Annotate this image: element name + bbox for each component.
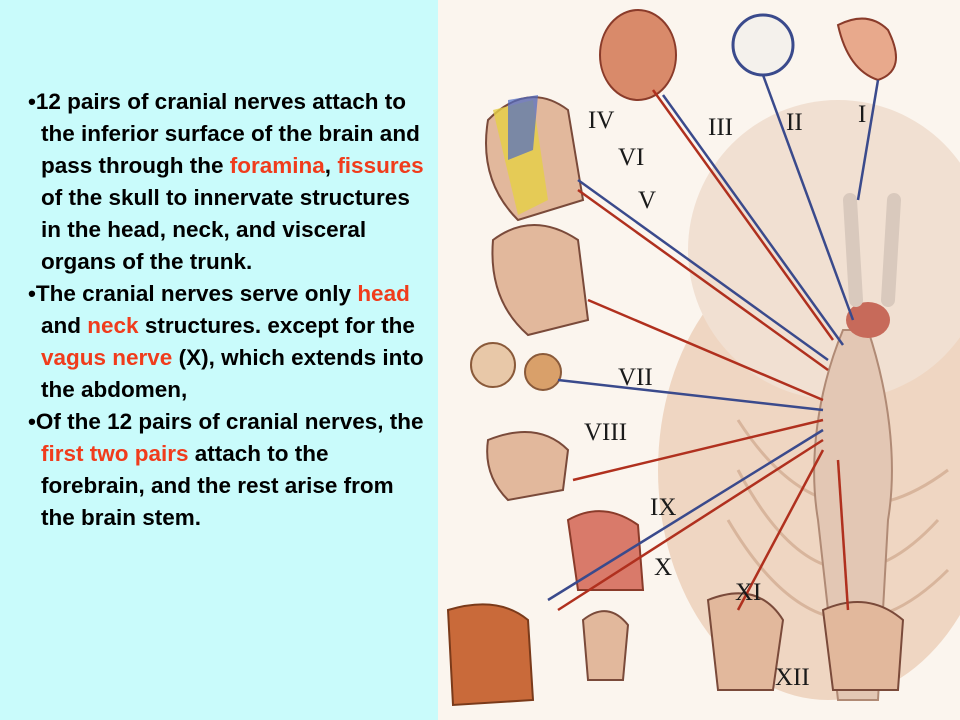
label-v: V	[638, 187, 656, 214]
nerve-line-iv	[651, 89, 835, 341]
text-run: Of the 12 pairs of cranial nerves, the	[35, 409, 424, 434]
olfactory-tract	[881, 193, 901, 307]
ear-organ	[581, 610, 630, 681]
label-i: I	[858, 101, 866, 128]
text-run: 12 pairs of cranial nerves attach to the…	[35, 89, 420, 178]
nerve-line-xi	[736, 449, 825, 611]
nerve-line-v	[577, 178, 829, 362]
bullet-list: •12 pairs of cranial nerves attach to th…	[22, 86, 432, 534]
label-viii: VIII	[584, 419, 627, 446]
nerve-line-x-red	[557, 438, 824, 612]
pituitary-shape	[846, 302, 890, 338]
highlight-head: head	[357, 281, 410, 306]
bullet-marker: •	[28, 281, 36, 306]
highlight-first-two-pairs: first two pairs	[41, 441, 189, 466]
text-run: structures. except for the	[138, 313, 415, 338]
nerve-line-viii	[557, 378, 824, 412]
nerve-line-ii	[761, 74, 855, 321]
text-run: ,	[324, 153, 338, 178]
nerve-line-x	[547, 428, 824, 602]
bullet-item-2: •The cranial nerves serve only head and …	[22, 278, 432, 406]
highlight-neck: neck	[87, 313, 139, 338]
label-xii: XII	[775, 664, 810, 691]
bullet-marker: •	[28, 89, 36, 114]
nerve-line-vi	[577, 188, 829, 372]
tongue-organ	[821, 601, 905, 691]
highlight-vagus-nerve: vagus nerve	[41, 345, 173, 370]
cochlea-organ	[524, 353, 562, 391]
nerve-line-iii	[661, 94, 845, 346]
label-vii: VII	[618, 364, 653, 391]
nerve-line-vii	[587, 298, 824, 402]
eyeball-organ	[731, 13, 795, 77]
label-vi: VI	[618, 144, 644, 171]
nerve-line-i	[856, 79, 880, 201]
highlight-fissures: fissures	[337, 153, 424, 178]
bullet-item-3: •Of the 12 pairs of cranial nerves, the …	[22, 406, 432, 534]
face-facial-nerve-organ	[491, 224, 590, 337]
illustration-canvas: IV III II I VI V VII VIII IX X XI XII	[446, 9, 960, 707]
label-iii: III	[708, 114, 733, 141]
nerve-line-ix	[572, 418, 824, 482]
nerve-lines	[547, 74, 880, 612]
neck-organ	[706, 592, 785, 691]
heart-lungs-organ	[566, 510, 645, 591]
label-xi: XI	[735, 579, 761, 606]
label-iv: IV	[588, 107, 614, 134]
eye-muscle-organ	[599, 9, 677, 101]
text-panel: •12 pairs of cranial nerves attach to th…	[0, 0, 438, 720]
trigeminal-zone	[508, 95, 538, 160]
text-run: attach to the forebrain, and the rest ar…	[41, 441, 394, 530]
olfactory-tract	[843, 193, 863, 307]
label-ix: IX	[650, 494, 676, 521]
bullet-marker: •	[28, 409, 36, 434]
throat-organ	[486, 431, 570, 502]
bullet-item-1: •12 pairs of cranial nerves attach to th…	[22, 86, 432, 278]
inner-ear-organ	[470, 342, 516, 388]
stomach-intestine-organ	[446, 603, 535, 707]
text-run: The cranial nerves serve only	[35, 281, 358, 306]
text-run: and	[41, 313, 88, 338]
label-x: X	[654, 554, 672, 581]
cranial-nerves-illustration: IV III II I VI V VII VIII IX X XI XII	[438, 0, 960, 720]
nerve-line-xii	[836, 459, 850, 611]
cerebrum-shape	[688, 100, 960, 400]
nose-organ	[836, 17, 897, 82]
label-ii: II	[786, 109, 803, 136]
text-run: (X), which extends into the abdomen,	[41, 345, 424, 402]
text-run: of the skull to innervate structures in …	[41, 185, 410, 274]
highlight-foramina: foramina	[229, 153, 325, 178]
